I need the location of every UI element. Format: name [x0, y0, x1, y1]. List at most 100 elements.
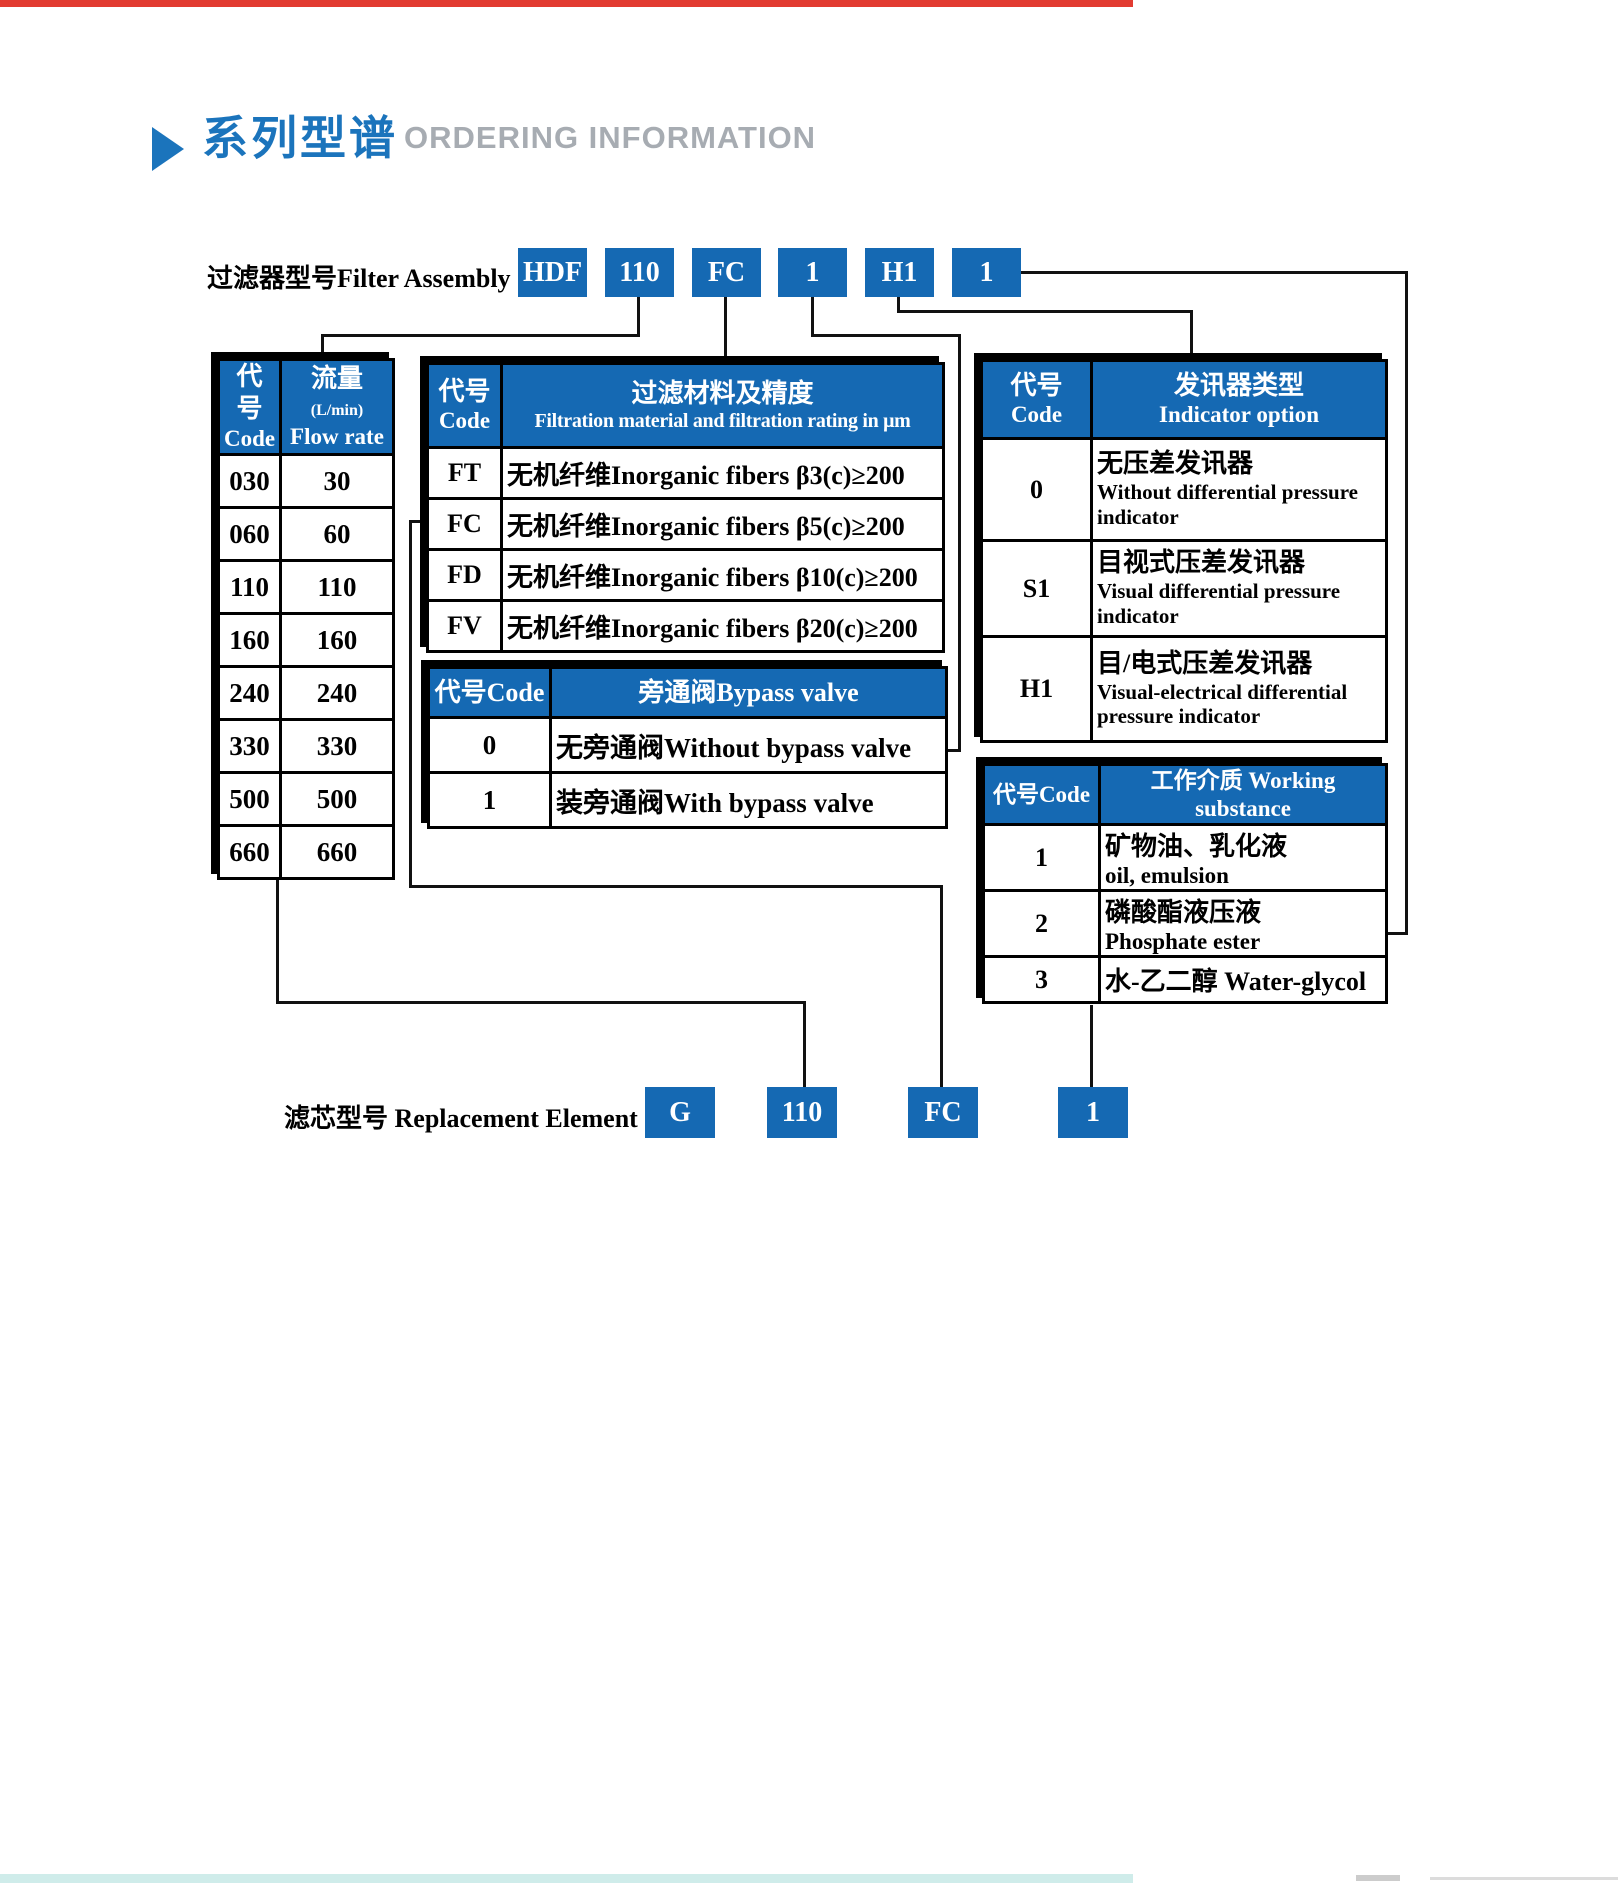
indicator-header-option-en: Indicator option	[1159, 402, 1319, 428]
element-code-box-flow: 110	[767, 1087, 837, 1138]
connector-element-flow-v2	[803, 1001, 806, 1087]
connector-substance-h1	[1021, 271, 1408, 274]
working-header-substance: 工作介质 Working substance	[1098, 763, 1388, 826]
connector-bypass-v1	[811, 297, 814, 337]
filtration-desc-cell: 无机纤维Inorganic fibers β3(c)≥200	[500, 446, 945, 500]
filtration-header-material: 过滤材料及精度 Filtration material and filtrati…	[500, 362, 945, 449]
flow-code-cell: 160	[217, 612, 282, 669]
assembly-code-box-bypass: 1	[778, 248, 847, 297]
filtration-code-cell: FD	[426, 548, 503, 602]
connector-element-filt-tick	[409, 520, 427, 523]
connector-bypass-h2	[945, 749, 961, 752]
filtration-desc-cell: 无机纤维Inorganic fibers β20(c)≥200	[500, 599, 945, 653]
connector-element-filt-v1	[409, 520, 412, 888]
working-desc-cell: 磷酸酯液压液 Phosphate ester	[1098, 889, 1388, 958]
section-title-en: ORDERING INFORMATION	[404, 120, 817, 155]
flow-value-cell: 160	[279, 612, 395, 669]
connector-element-substance-v	[1090, 1005, 1093, 1087]
flow-header-code-cn: 代号	[236, 362, 263, 423]
indicator-desc-cn: 无压差发讯器	[1097, 449, 1254, 479]
working-desc-cn: 矿物油、乳化液	[1105, 832, 1288, 861]
assembly-code-box-filtration: FC	[692, 248, 761, 297]
bypass-code-cell: 0	[427, 716, 552, 774]
section-title-cn: 系列型谱	[202, 112, 398, 164]
working-substance-table: 代号Code 工作介质 Working substance 1 矿物油、乳化液 …	[982, 763, 1388, 1004]
filtration-header-code: 代号 Code	[426, 362, 503, 449]
replacement-element-label: 滤芯型号 Replacement Element	[284, 1104, 638, 1133]
page-bottom-edge-line	[1430, 1877, 1618, 1880]
connector-element-flow-h	[276, 1001, 806, 1004]
assembly-code-box-indicator: H1	[865, 248, 934, 297]
page-top-accent-bar	[0, 0, 1133, 7]
working-desc-en: Phosphate ester	[1105, 929, 1261, 954]
flow-value-cell: 500	[279, 771, 395, 828]
indicator-header-code-cn: 代号	[1010, 371, 1063, 401]
assembly-code-box-series: HDF	[518, 248, 587, 297]
filtration-code-cell: FT	[426, 446, 503, 500]
flow-header-rate-en: Flow rate	[290, 424, 384, 450]
connector-element-flow-v1	[276, 867, 279, 1004]
flow-code-cell: 030	[217, 453, 282, 510]
flow-header-rate-cn: 流量	[310, 363, 363, 393]
filtration-code-cell: FV	[426, 599, 503, 653]
indicator-code-cell: 0	[980, 437, 1093, 542]
indicator-desc-cell: 目视式压差发讯器 Visual differential pressure in…	[1090, 539, 1388, 638]
indicator-desc-cell: 目/电式压差发讯器 Visual-electrical differential…	[1090, 635, 1388, 743]
indicator-code-cell: S1	[980, 539, 1093, 638]
filtration-header-material-cn: 过滤材料及精度	[631, 378, 814, 408]
working-row: 3 水-乙二醇 Water-glycol	[982, 955, 1388, 1004]
filtration-desc-cell: 无机纤维Inorganic fibers β10(c)≥200	[500, 548, 945, 602]
flow-header-rate: 流量(L/min) Flow rate	[279, 357, 395, 457]
working-header-code: 代号Code	[982, 763, 1101, 826]
flow-header-code: 代号 Code	[217, 357, 282, 457]
indicator-desc-en: Visual-electrical differential pressure …	[1097, 679, 1348, 729]
element-code-box-filtration: FC	[908, 1087, 978, 1138]
flow-code-cell: 110	[217, 559, 282, 616]
indicator-header-code: 代号 Code	[980, 359, 1093, 440]
working-desc-cn: 磷酸酯液压液	[1105, 898, 1262, 927]
working-row: 2 磷酸酯液压液 Phosphate ester	[982, 889, 1388, 958]
flow-code-cell: 060	[217, 506, 282, 563]
flow-code-cell: 240	[217, 665, 282, 722]
indicator-desc-cn: 目/电式压差发讯器	[1097, 648, 1313, 678]
filtration-header-material-en: Filtration material and filtration ratin…	[534, 410, 911, 433]
connector-bypass-h1	[811, 334, 961, 337]
bypass-header-valve: 旁通阀Bypass valve	[549, 666, 948, 719]
flow-code-cell: 330	[217, 718, 282, 775]
connector-substance-v	[1405, 271, 1408, 935]
connector-element-filt-h	[409, 885, 943, 888]
flow-header-code-en: Code	[224, 425, 276, 451]
bypass-header-code: 代号Code	[427, 666, 552, 719]
indicator-desc-cell: 无压差发讯器 Without differential pressure ind…	[1090, 437, 1388, 542]
assembly-code-box-flow: 110	[605, 248, 674, 297]
flow-value-cell: 110	[279, 559, 395, 616]
triangle-bullet-icon	[152, 127, 184, 171]
indicator-desc-cn: 目视式压差发讯器	[1097, 548, 1306, 578]
element-code-box-series: G	[645, 1087, 715, 1138]
indicator-code-cell: H1	[980, 635, 1093, 743]
working-row: 1 矿物油、乳化液 oil, emulsion	[982, 823, 1388, 892]
indicator-header-code-en: Code	[1010, 402, 1063, 428]
indicator-desc-en: Without differential pressure indicator	[1097, 480, 1358, 529]
filtration-table: 代号 Code 过滤材料及精度 Filtration material and …	[426, 362, 945, 653]
connector-indicator-v1	[897, 297, 900, 313]
indicator-header-option: 发讯器类型 Indicator option	[1090, 359, 1388, 440]
indicator-row: 0 无压差发讯器 Without differential pressure i…	[980, 437, 1388, 542]
working-desc-en: oil, emulsion	[1105, 863, 1229, 888]
